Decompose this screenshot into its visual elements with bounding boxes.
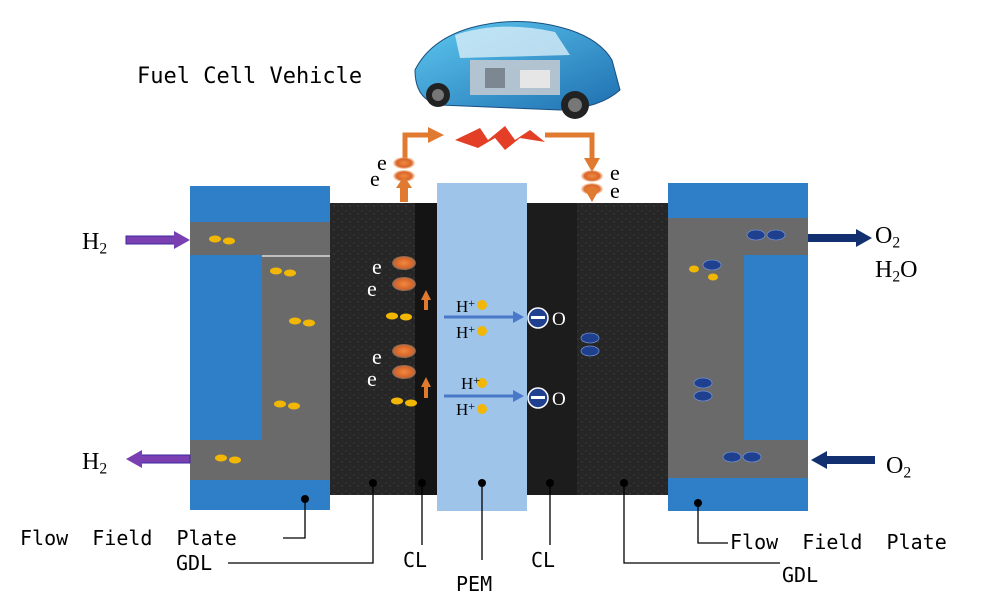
flow-field-plate-right bbox=[668, 183, 808, 511]
flow-field-plate-left bbox=[190, 186, 330, 510]
electron-label: e bbox=[377, 150, 387, 175]
o2-out-arrow bbox=[808, 229, 872, 247]
oxygen-ions bbox=[527, 307, 549, 409]
electron-label: e bbox=[370, 166, 380, 191]
gdl-right-label: GDL bbox=[782, 563, 819, 587]
wire-electrons-left bbox=[393, 157, 415, 202]
cl-left-label: CL bbox=[403, 548, 428, 572]
label-pointers bbox=[228, 483, 780, 564]
car-icon bbox=[414, 20, 621, 119]
h2-out-label: H2 bbox=[82, 449, 108, 478]
cl-left bbox=[415, 203, 437, 495]
flow-field-plate-right-label: Flow Field Plate bbox=[730, 530, 947, 554]
electron-label: e bbox=[367, 276, 377, 301]
electron-label: e bbox=[367, 366, 377, 391]
anode-electrons bbox=[392, 256, 431, 398]
h2-in-arrow bbox=[125, 231, 190, 249]
proton-label: H+ bbox=[456, 399, 476, 419]
circuit-arrow-right bbox=[428, 127, 444, 143]
h2-out-arrow bbox=[126, 450, 191, 468]
circuit-arrow-down bbox=[584, 158, 600, 172]
proton-arrows bbox=[444, 311, 524, 402]
oxygen-molecules bbox=[580, 229, 786, 463]
proton-label: H+ bbox=[456, 296, 476, 316]
hydrogen-molecules bbox=[209, 235, 718, 464]
gdl-left-label: GDL bbox=[176, 551, 213, 575]
o2-out-label: O2 bbox=[875, 223, 901, 252]
label-pointer-dots bbox=[301, 479, 702, 507]
electron-label: e bbox=[610, 178, 620, 203]
electron-label: e bbox=[610, 160, 620, 185]
oxygen-ion-label: O bbox=[552, 389, 566, 410]
h2-in-label: H2 bbox=[82, 229, 108, 258]
pem-label: PEM bbox=[456, 572, 493, 596]
external-circuit bbox=[402, 132, 595, 160]
h2o-label: H2O bbox=[875, 257, 918, 286]
flow-field-plate-left-label: Flow Field Plate bbox=[20, 526, 237, 550]
cl-right-label: CL bbox=[531, 548, 556, 572]
electron-label: e bbox=[372, 254, 382, 279]
o2-in-arrow bbox=[811, 451, 875, 469]
diagram-title: Fuel Cell Vehicle bbox=[137, 64, 363, 89]
proton-label: H+ bbox=[461, 373, 481, 393]
proton-charges bbox=[477, 300, 487, 414]
lightning-bolt-icon bbox=[455, 126, 545, 150]
cl-right bbox=[527, 203, 577, 495]
wire-electrons-right bbox=[581, 170, 603, 202]
o2-in-label: O2 bbox=[886, 453, 912, 482]
oxygen-ion-label: O bbox=[552, 309, 566, 330]
proton-label: H+ bbox=[456, 322, 476, 342]
pem bbox=[437, 183, 527, 511]
electron-label: e bbox=[372, 344, 382, 369]
